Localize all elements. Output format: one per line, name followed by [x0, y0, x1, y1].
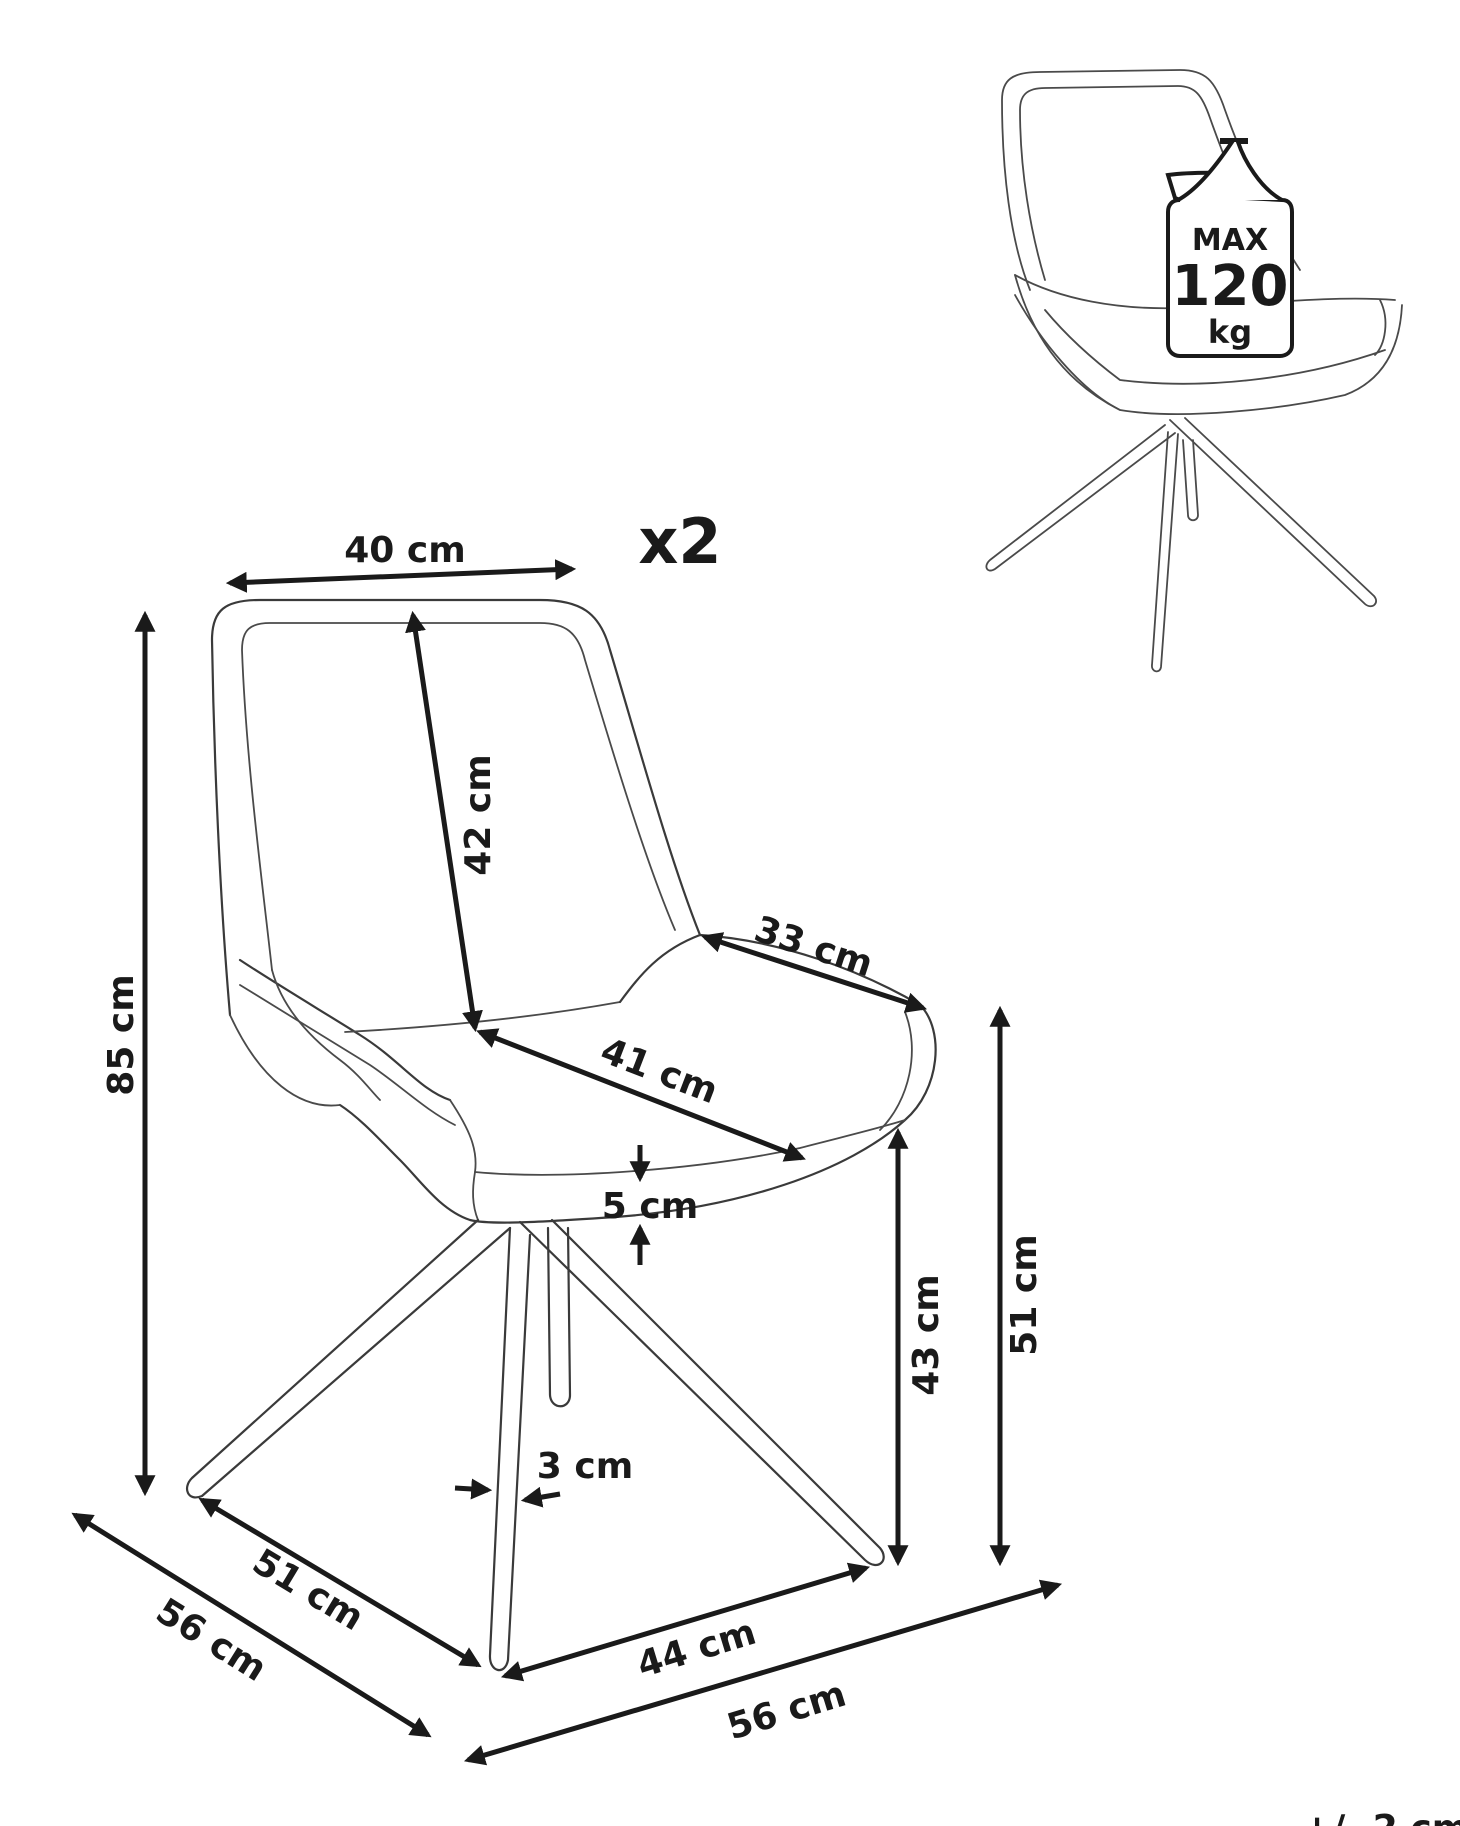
dim-arrow-overall-width — [463, 1579, 1063, 1766]
tolerance-label: +/- 2 cm — [1302, 1808, 1460, 1826]
dim-arrow-seat-depth — [701, 932, 927, 1013]
dim-label-seat-thickness: 5 cm — [602, 1186, 698, 1227]
dim-arrow-backrest-height — [405, 610, 483, 1033]
dim-arrow-leg-thickness-right — [520, 1486, 561, 1508]
weight-value-label: 120 — [1172, 254, 1289, 319]
dim-label-seat-height: 43 cm — [906, 1274, 947, 1395]
chair-main-drawing — [185, 598, 937, 1672]
dim-label-overall-depth: 56 cm — [149, 1591, 274, 1690]
chair-weight-capacity-drawing: MAX 120 kg — [985, 69, 1403, 673]
dim-label-overall-seat-height: 51 cm — [1004, 1234, 1045, 1355]
dim-arrow-overall-depth — [71, 1512, 432, 1738]
dim-arrow-backrest-width — [225, 559, 577, 593]
dim-label-overall-width: 56 cm — [723, 1674, 851, 1749]
weight-bottle-icon — [1165, 138, 1294, 358]
quantity-label: x2 — [638, 505, 721, 578]
dim-arrow-leg-thickness-left — [454, 1478, 493, 1500]
weight-unit-label: kg — [1208, 313, 1252, 351]
dim-label-total-height: 85 cm — [101, 974, 142, 1095]
weight-max-label: MAX — [1192, 223, 1268, 258]
dim-arrow-seat-width — [476, 1028, 806, 1162]
dim-label-backrest-width: 40 cm — [344, 530, 465, 571]
dim-label-base-front: 44 cm — [633, 1612, 761, 1687]
dim-label-leg-thickness: 3 cm — [537, 1446, 633, 1487]
dim-label-backrest-height: 42 cm — [458, 754, 499, 875]
